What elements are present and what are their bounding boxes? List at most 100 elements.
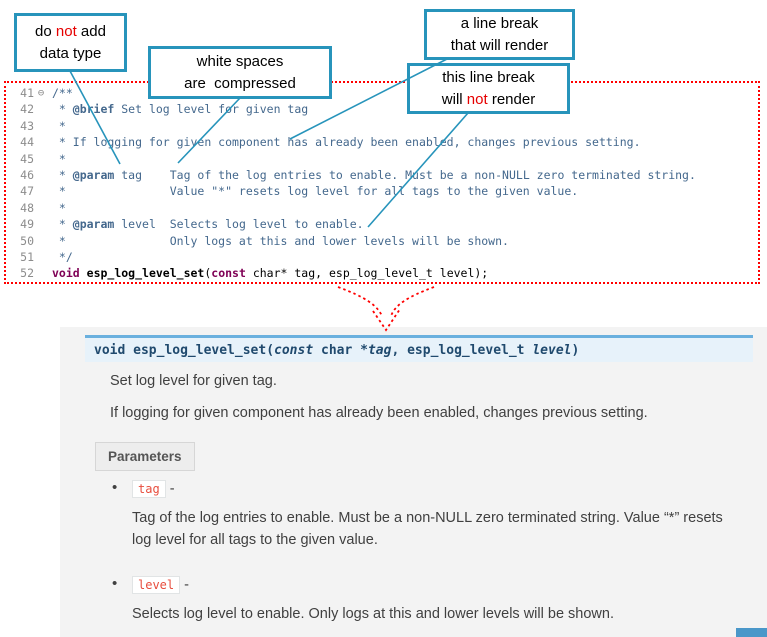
code-segment: * [52,102,73,117]
code-line: 45 * [6,151,758,167]
line-number: 49 [20,217,34,232]
text-segment: tag [367,343,392,358]
code-text: * @param tag Tag of the log entries to e… [48,167,696,183]
param-item: •level -Selects log level to enable. Onl… [110,575,735,625]
code-line: 48 * [6,200,758,216]
line-number: 52 [20,266,34,281]
callout-text-line: are compressed [184,73,296,95]
doc-summary: Set log level for given tag. [110,373,277,389]
code-segment: void [52,266,80,281]
text-segment: ( [266,343,275,358]
code-segment: * [52,168,73,183]
callout-do-not-add-data-type: do not add data type [14,13,127,72]
code-segment: * [52,217,73,232]
bullet-icon: • [112,575,118,592]
fold-spacer [34,265,48,281]
code-segment: * [52,200,66,215]
text-segment: level [532,343,572,358]
code-text: /** [48,85,73,101]
code-line: 42 * @brief Set log level for given tag [6,101,758,117]
text-segment: data type [39,44,102,62]
text-segment: void [94,343,134,358]
code-segment: * If logging for given component has alr… [52,135,641,150]
code-text: * @param level Selects log level to enab… [48,216,364,232]
code-line: 50 * Only logs at this and lower levels … [6,233,758,249]
code-line: 44 * If logging for given component has … [6,134,758,150]
doc-description: If logging for given component has alrea… [110,405,648,421]
fold-spacer [34,134,48,150]
param-list: •tag -Tag of the log entries to enable. … [110,479,735,637]
code-line: 49 * @param level Selects log level to e… [6,216,758,232]
text-segment: render [487,90,536,108]
code-segment: */ [52,250,73,265]
code-segment: level Selects log level to enable. [114,217,364,232]
code-text: * Only logs at this and lower levels wil… [48,233,509,249]
fold-spacer [34,151,48,167]
code-segment: * [52,118,66,133]
line-number: 50 [20,233,34,248]
param-separator: - [165,481,175,497]
code-segment: esp_log_level_set [86,266,205,281]
text-segment: esp_log_level_set [133,343,267,358]
code-line: 47 * Value "*" resets log level for all … [6,183,758,199]
code-segment: Set log level for given tag [114,102,309,117]
text-segment: esp_log_level_t [407,343,533,358]
code-text: * @brief Set log level for given tag [48,101,308,117]
code-line: 43 * [6,118,758,134]
code-text: * [48,200,66,216]
parameters-label: Parameters [95,442,195,471]
text-segment: do [35,22,56,40]
callout-text-line: will not render [442,89,535,111]
code-line: 51 */ [6,249,758,265]
code-segment: /** [52,86,73,100]
text-segment: this line break [442,68,535,86]
text-segment: , [391,343,408,358]
text-segment: not [466,90,488,108]
code-line: 46 * @param tag Tag of the log entries t… [6,167,758,183]
text-segment: a line break [460,14,539,32]
code-editor-panel: 41⊖ /**42 * @brief Set log level for give… [4,81,760,284]
code-segment: ( [204,266,212,281]
line-number: 41 [20,86,34,100]
text-segment: not [55,22,77,40]
code-text: * If logging for given component has alr… [48,134,641,150]
line-number: 46 [20,168,34,183]
callout-text-line: do not add [35,21,106,43]
text-segment: that will render [450,36,549,54]
callout-text-line: a line break [461,13,539,35]
code-line: 41⊖ /** [6,85,758,101]
text-segment: are compressed [184,74,296,92]
code-lines: 41⊖ /**42 * @brief Set log level for give… [6,85,758,282]
code-segment: * Only logs at this and lower levels wil… [52,233,509,248]
code-text: void esp_log_level_set(const char* tag, … [48,265,488,281]
text-segment: will [441,90,467,108]
text-segment: char * [313,343,368,358]
scrollbar-thumb[interactable] [736,628,767,637]
bullet-icon: • [112,479,118,496]
callout-text-line: white spaces [197,51,284,73]
line-number: 44 [20,135,34,150]
code-segment: @param [72,217,115,232]
code-line: 52 void esp_log_level_set(const char* tag… [6,265,758,281]
callout-line-break-will-render: a line break that will render [424,9,575,60]
code-text: * [48,118,66,134]
line-number: 43 [20,118,34,133]
fold-spacer [34,216,48,232]
fold-spacer [34,233,48,249]
function-signature: void esp_log_level_set(const char *tag, … [85,335,753,362]
param-item: •tag -Tag of the log entries to enable. … [110,479,735,551]
line-number: 48 [20,200,34,215]
code-segment: * Value "*" resets log level for all tag… [52,184,579,199]
param-head: tag - [132,479,735,499]
line-number: 47 [20,184,34,199]
transform-arrow-icon [337,286,435,332]
code-text: * Value "*" resets log level for all tag… [48,183,578,199]
fold-spacer [34,200,48,216]
callout-white-spaces-compressed: white spaces are compressed [148,46,332,99]
fold-collapse-icon[interactable]: ⊖ [37,87,45,99]
line-number: 51 [20,250,34,265]
fold-spacer [34,249,48,265]
code-segment: @param [72,168,115,183]
param-name-literal: tag [132,480,166,498]
code-segment [80,266,87,280]
